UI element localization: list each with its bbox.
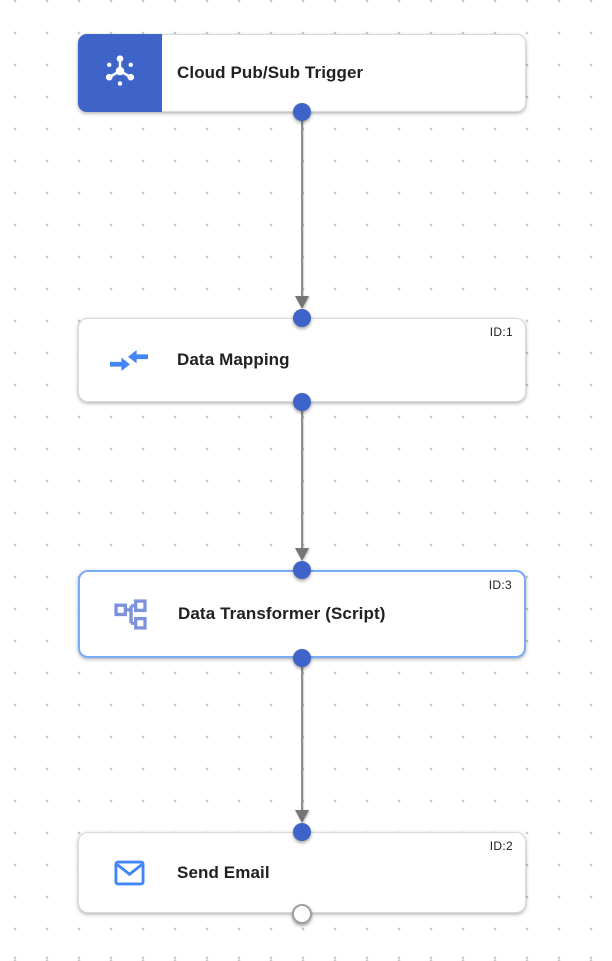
output-port-data-transformer[interactable] <box>293 649 311 667</box>
input-port-send-email[interactable] <box>293 823 311 841</box>
open-output-port-send-email[interactable] <box>292 904 312 924</box>
trigger-icon-block <box>78 34 162 112</box>
data-transformer-icon <box>110 594 150 634</box>
edge-mapping-to-transformer[interactable] <box>301 402 304 549</box>
arrowhead-icon <box>295 548 309 561</box>
email-icon <box>109 853 149 893</box>
node-title: Cloud Pub/Sub Trigger <box>177 63 364 82</box>
input-port-data-mapping[interactable] <box>293 309 311 327</box>
node-id-badge: ID:2 <box>489 839 513 853</box>
pubsub-icon <box>101 52 139 95</box>
node-id-badge: ID:3 <box>488 578 512 592</box>
data-mapping-icon <box>109 340 149 380</box>
edge-transformer-to-email[interactable] <box>301 658 304 811</box>
node-data-transformer-script[interactable]: ID:3 Data Transformer (Script) <box>78 570 526 658</box>
node-data-mapping[interactable]: ID:1 Data Mapping <box>78 318 526 402</box>
node-send-email[interactable]: ID:2 Send Email <box>78 832 526 913</box>
canvas-bottom-grid-row <box>0 950 612 961</box>
node-title: Send Email <box>177 862 270 882</box>
node-cloud-pubsub-trigger[interactable]: Cloud Pub/Sub Trigger <box>78 34 526 112</box>
output-port-data-mapping[interactable] <box>293 393 311 411</box>
edge-trigger-to-mapping[interactable] <box>301 112 304 297</box>
output-port-trigger[interactable] <box>293 103 311 121</box>
node-title: Data Transformer (Script) <box>178 604 386 623</box>
arrowhead-icon <box>295 296 309 309</box>
node-id-badge: ID:1 <box>489 325 513 339</box>
arrowhead-icon <box>295 810 309 823</box>
node-title: Data Mapping <box>177 350 290 369</box>
input-port-data-transformer[interactable] <box>293 561 311 579</box>
